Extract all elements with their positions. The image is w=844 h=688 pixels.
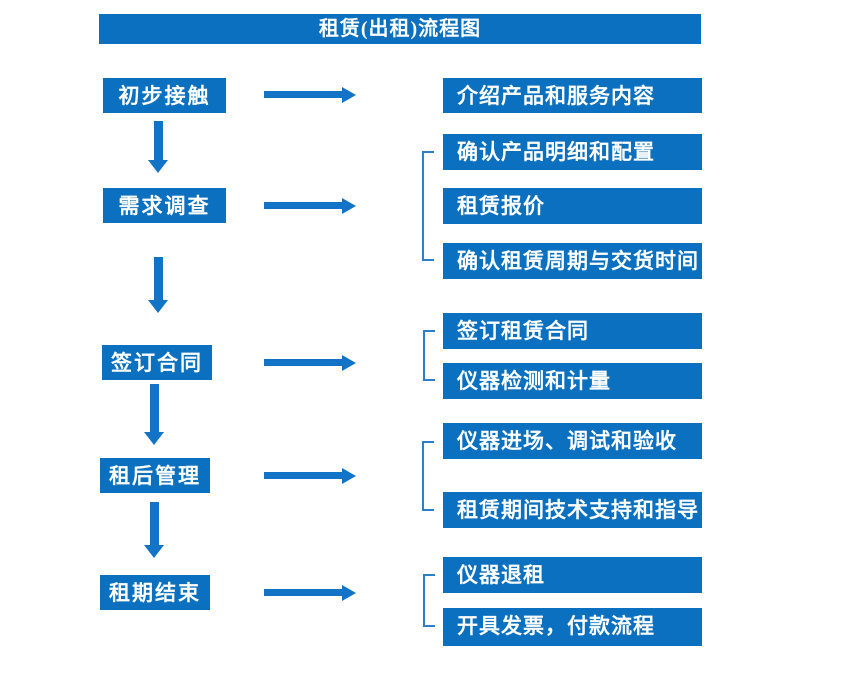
group-bracket-rental-end xyxy=(423,574,435,627)
detail-box: 确认产品明细和配置 xyxy=(443,134,702,170)
step-box-rental-end: 租期结束 xyxy=(100,575,210,610)
detail-box: 仪器进场、调试和验收 xyxy=(443,423,702,459)
arrow-right-icon xyxy=(264,355,356,371)
detail-box: 仪器退租 xyxy=(443,557,702,593)
step-box-sign-contract: 签订合同 xyxy=(102,345,212,380)
arrow-down-icon xyxy=(148,257,168,313)
detail-box: 仪器检测和计量 xyxy=(443,363,702,399)
detail-box: 租赁期间技术支持和指导 xyxy=(443,492,702,528)
flowchart-title: 租赁(出租)流程图 xyxy=(99,14,701,44)
step-box-post-rental-management: 租后管理 xyxy=(100,458,210,493)
arrow-down-icon xyxy=(144,502,164,558)
arrow-down-icon xyxy=(148,121,168,173)
detail-box: 签订租赁合同 xyxy=(443,313,702,349)
group-bracket-demand-survey xyxy=(422,151,434,261)
detail-box: 租赁报价 xyxy=(443,188,702,224)
arrow-right-icon xyxy=(264,585,356,601)
step-box-initial-contact: 初步接触 xyxy=(103,78,226,113)
group-bracket-sign-contract xyxy=(423,330,435,381)
step-box-demand-survey: 需求调查 xyxy=(103,188,226,223)
detail-box: 介绍产品和服务内容 xyxy=(443,78,702,113)
arrow-down-icon xyxy=(144,384,164,445)
arrow-right-icon xyxy=(264,198,356,214)
arrow-right-icon xyxy=(264,87,356,103)
detail-box: 确认租赁周期与交货时间 xyxy=(443,243,702,279)
group-bracket-post-rental-management xyxy=(422,441,434,511)
detail-box: 开具发票，付款流程 xyxy=(443,608,702,646)
arrow-right-icon xyxy=(264,468,356,484)
